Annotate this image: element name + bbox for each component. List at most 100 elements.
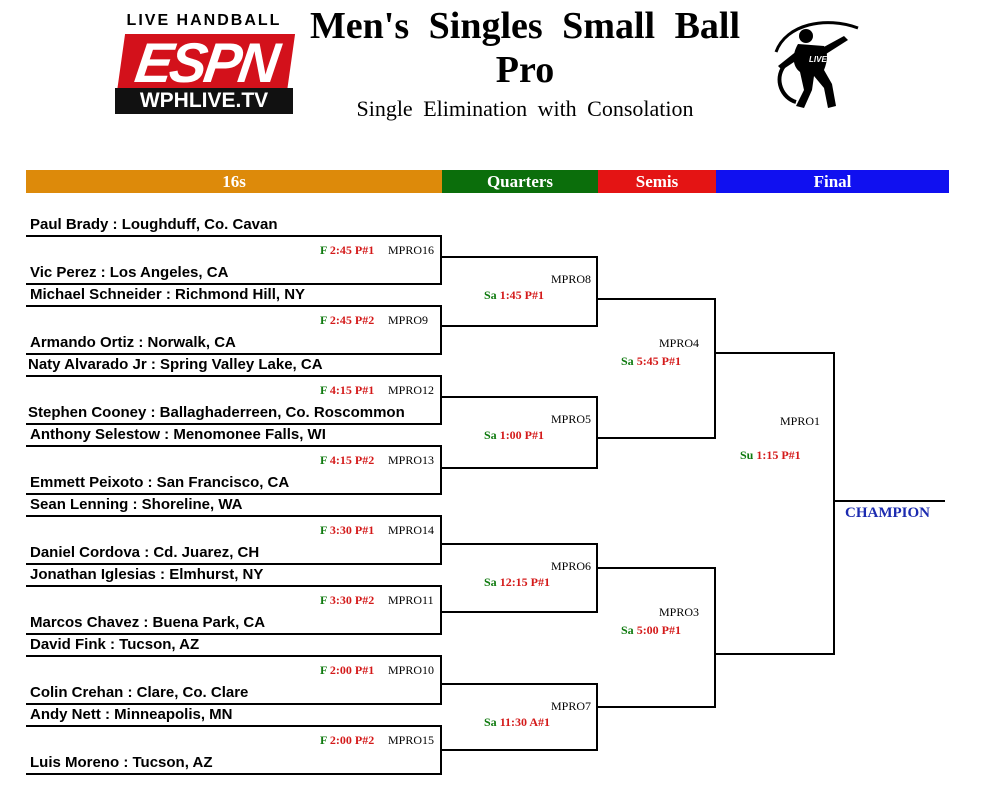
match-code: MPRO15: [388, 733, 435, 747]
quarter-schedule: Sa 12:15 P#1: [484, 575, 550, 589]
r16-schedule-time: 2:00 P#1: [329, 663, 375, 677]
r16-schedule: F 2:45 P#1: [320, 243, 374, 257]
player-name: Colin Crehan : Clare, Co. Clare: [30, 684, 249, 701]
quarter-schedule-day: Sa: [484, 575, 497, 589]
player-line: [26, 563, 442, 565]
player-line: [26, 493, 442, 495]
match-code: MPRO13: [388, 453, 435, 467]
r16-schedule: F 3:30 P#2: [320, 593, 374, 607]
player-line: [26, 725, 441, 727]
semi-line: [597, 567, 715, 569]
semi-line: [597, 437, 716, 439]
match-connector: [440, 445, 442, 495]
semi-schedule-day: Sa: [621, 354, 634, 368]
final-connector: [833, 352, 835, 655]
quarter-schedule: Sa 1:45 P#1: [484, 288, 544, 302]
semi-schedule: Sa 5:45 P#1: [621, 354, 681, 368]
quarter-line: [441, 256, 597, 258]
champion-line: [834, 500, 945, 502]
quarter-schedule-time: 12:15 P#1: [499, 575, 551, 589]
player-line: [26, 633, 442, 635]
logo-top-text: LIVE HANDBALL: [126, 12, 282, 29]
final-line: [715, 352, 834, 354]
match-code: MPRO7: [551, 699, 592, 713]
logo-site-text: WPHLIVE.TV: [115, 88, 293, 114]
match-connector: [440, 375, 442, 425]
r16-schedule-day: F: [320, 593, 327, 607]
player-line: [26, 585, 441, 587]
quarter-line: [441, 396, 597, 398]
r16-schedule-day: F: [320, 523, 327, 537]
player-line: [26, 305, 441, 307]
r16-schedule: F 3:30 P#1: [320, 523, 374, 537]
match-connector: [440, 515, 442, 565]
champion-label: CHAMPION: [845, 505, 930, 521]
player-logo-text: LIVE: [809, 55, 827, 64]
round-final: Final: [716, 170, 949, 193]
r16-schedule-day: F: [320, 313, 327, 327]
r16-schedule-time: 2:45 P#1: [329, 243, 375, 257]
match-code: MPRO5: [551, 412, 592, 426]
page-title: Men's Singles Small Ball Pro: [309, 5, 741, 91]
final-schedule: Su 1:15 P#1: [740, 448, 801, 462]
final-schedule-time: 1:15 P#1: [756, 448, 801, 462]
match-code: MPRO6: [551, 559, 592, 573]
quarter-schedule-time: 11:30 A#1: [499, 715, 551, 729]
r16-schedule: F 4:15 P#2: [320, 453, 374, 467]
final-line: [715, 653, 835, 655]
quarter-connector: [596, 396, 598, 469]
player-name: Luis Moreno : Tucson, AZ: [30, 754, 213, 771]
quarter-line: [441, 749, 598, 751]
r16-schedule-time: 4:15 P#2: [329, 453, 375, 467]
match-code: MPRO10: [388, 663, 435, 677]
logo-mark: ESPN: [116, 31, 296, 94]
player-name: Marcos Chavez : Buena Park, CA: [30, 614, 266, 631]
match-code: MPRO3: [659, 605, 700, 619]
match-code: MPRO8: [551, 272, 592, 286]
match-code: MPRO1: [780, 414, 821, 428]
quarter-connector: [596, 256, 598, 327]
r16-schedule: F 2:45 P#2: [320, 313, 374, 327]
quarter-schedule: Sa 11:30 A#1: [484, 715, 550, 729]
r16-schedule-time: 2:45 P#2: [329, 313, 375, 327]
player-name: Daniel Cordova : Cd. Juarez, CH: [30, 544, 260, 561]
r16-schedule-day: F: [320, 453, 327, 467]
quarter-connector: [596, 543, 598, 613]
player-name: Andy Nett : Minneapolis, MN: [30, 706, 233, 723]
match-connector: [440, 235, 442, 285]
match-code: MPRO11: [388, 593, 434, 607]
player-line: [26, 235, 441, 237]
semi-schedule: Sa 5:00 P#1: [621, 623, 681, 637]
quarter-line: [441, 325, 598, 327]
r16-schedule-time: 3:30 P#2: [329, 593, 375, 607]
player-line: [26, 703, 442, 705]
handball-player-icon: LIVE: [774, 21, 859, 108]
player-name: Sean Lenning : Shoreline, WA: [30, 496, 243, 513]
player-name: David Fink : Tucson, AZ: [30, 636, 200, 653]
match-connector: [440, 585, 442, 635]
semi-schedule-time: 5:45 P#1: [636, 354, 682, 368]
player-line: [26, 423, 442, 425]
match-connector: [440, 655, 442, 705]
player-name: Jonathan Iglesias : Elmhurst, NY: [30, 566, 264, 583]
player-name: Paul Brady : Loughduff, Co. Cavan: [30, 216, 278, 233]
match-code: MPRO16: [388, 243, 435, 257]
quarter-connector: [596, 683, 598, 751]
r16-schedule-day: F: [320, 733, 327, 747]
match-code: MPRO12: [388, 383, 435, 397]
round-quarters: Quarters: [442, 170, 598, 193]
semi-connector: [714, 298, 716, 439]
player-name: Vic Perez : Los Angeles, CA: [30, 264, 229, 281]
player-line: [26, 515, 441, 517]
quarter-line: [441, 683, 597, 685]
player-line: [26, 445, 441, 447]
quarter-schedule-time: 1:45 P#1: [499, 288, 545, 302]
match-code: MPRO9: [388, 313, 429, 327]
r16-schedule-time: 3:30 P#1: [329, 523, 375, 537]
semi-schedule-day: Sa: [621, 623, 634, 637]
r16-schedule: F 2:00 P#2: [320, 733, 374, 747]
player-name: Anthony Selestow : Menomonee Falls, WI: [30, 426, 326, 443]
semi-line: [597, 298, 715, 300]
quarter-schedule-time: 1:00 P#1: [499, 428, 545, 442]
final-schedule-day: Su: [740, 448, 754, 462]
